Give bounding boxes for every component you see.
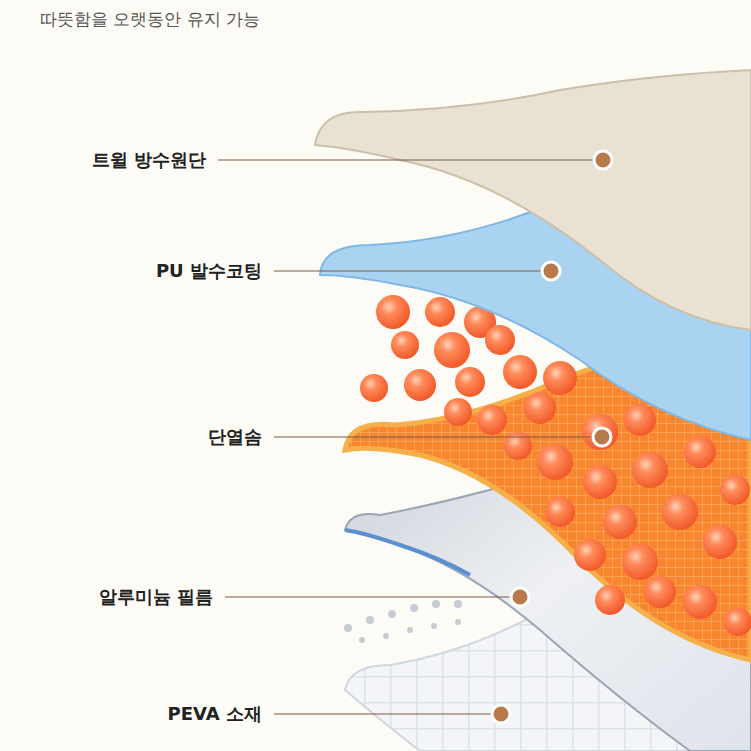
leader-dot xyxy=(594,151,612,169)
leader-dot xyxy=(511,588,529,606)
heat-ball xyxy=(684,436,716,468)
heat-ball xyxy=(574,539,606,571)
heat-ball xyxy=(545,497,575,527)
heat-ball xyxy=(662,494,698,530)
leader-dot xyxy=(492,705,510,723)
heat-ball xyxy=(632,452,668,488)
heat-ball xyxy=(391,331,419,359)
small-dots xyxy=(344,600,462,643)
heat-ball xyxy=(504,432,532,460)
heat-ball xyxy=(524,392,556,424)
layer-label: PEVA 소재 xyxy=(168,702,262,726)
heat-ball xyxy=(720,475,750,505)
leader-dot xyxy=(542,262,560,280)
heat-ball xyxy=(425,297,455,327)
heat-ball xyxy=(537,444,573,480)
leader-line xyxy=(274,436,592,437)
leader-line xyxy=(225,596,510,597)
heat-ball xyxy=(503,355,537,389)
heat-ball xyxy=(444,398,472,426)
twill-layer xyxy=(315,70,751,330)
leader-dot xyxy=(593,428,611,446)
leader-line xyxy=(274,713,491,714)
heat-ball xyxy=(703,525,737,559)
heat-ball xyxy=(622,544,658,580)
heat-ball xyxy=(724,608,751,636)
heat-ball xyxy=(683,585,717,619)
heat-ball xyxy=(404,369,436,401)
heading-text: 따뜻함을 오랫동안 유지 가능 xyxy=(40,8,260,31)
heat-ball xyxy=(624,404,656,436)
layer-label: 트윌 방수원단 xyxy=(92,148,206,172)
heat-ball xyxy=(477,405,507,435)
heat-ball xyxy=(485,325,515,355)
heat-ball xyxy=(434,332,470,368)
heat-ball xyxy=(543,361,577,395)
layer-label: PU 발수코팅 xyxy=(156,259,262,283)
layer-label: 단열솜 xyxy=(208,425,262,449)
heat-ball xyxy=(582,414,618,450)
heat-ball xyxy=(595,585,625,615)
leader-line xyxy=(218,159,593,160)
heat-ball xyxy=(583,465,617,499)
heat-ball xyxy=(603,505,637,539)
heat-ball xyxy=(360,374,388,402)
leader-line xyxy=(274,270,541,271)
film-edge xyxy=(345,530,470,575)
heat-ball xyxy=(644,576,676,608)
heat-ball xyxy=(376,295,410,329)
layer-label: 알루미늄 필름 xyxy=(99,585,213,609)
heat-ball xyxy=(455,367,485,397)
